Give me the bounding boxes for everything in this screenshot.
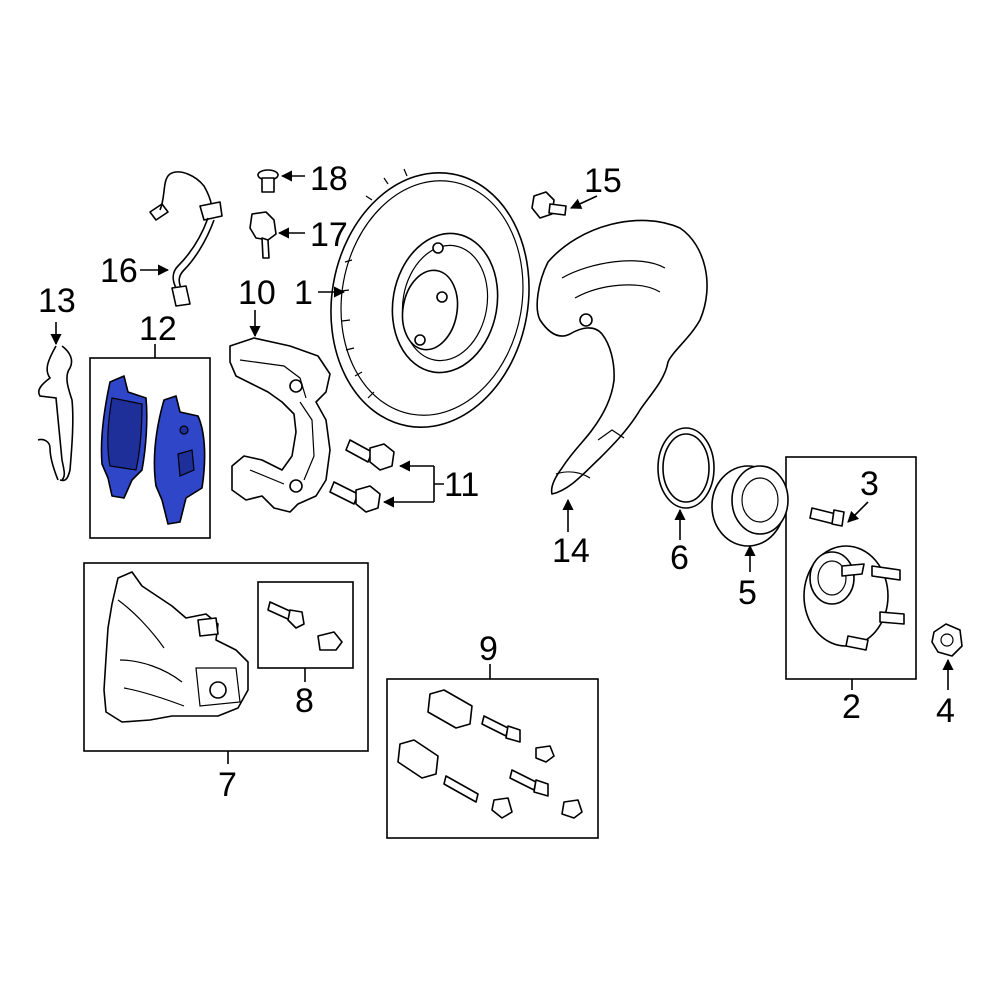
callout-9: 9 xyxy=(479,630,498,668)
bolt-11-upper[interactable] xyxy=(345,439,395,471)
callout-6: 6 xyxy=(670,539,689,577)
callout-8: 8 xyxy=(295,682,314,720)
caliper-pin-kit[interactable] xyxy=(267,601,343,651)
bolt-11-lower[interactable] xyxy=(329,481,381,513)
caliper-bracket[interactable] xyxy=(229,337,331,513)
callout-13: 13 xyxy=(38,282,76,320)
callout-5: 5 xyxy=(738,574,757,612)
bolt-15[interactable] xyxy=(531,191,567,219)
callout-15: 15 xyxy=(584,162,622,200)
bolt-18[interactable] xyxy=(257,169,279,193)
brake-hose[interactable] xyxy=(149,171,223,307)
wheel-stud[interactable] xyxy=(809,507,845,527)
callout-14: 14 xyxy=(552,532,590,570)
wheel-bearing[interactable] xyxy=(711,465,789,547)
wheel-hub[interactable] xyxy=(803,545,905,651)
callout-16: 16 xyxy=(100,252,138,290)
callout-4: 4 xyxy=(936,692,955,730)
callout-11: 11 xyxy=(444,466,479,504)
callout-1: 1 xyxy=(294,274,313,312)
snap-ring[interactable] xyxy=(657,427,715,509)
brake-pad-set[interactable] xyxy=(100,375,206,525)
leader-lines xyxy=(50,170,954,764)
splash-shield[interactable] xyxy=(536,219,708,495)
brake-caliper[interactable] xyxy=(103,571,249,723)
box-8-caliper-pin-kit xyxy=(257,581,354,669)
callout-12: 12 xyxy=(139,310,177,348)
sensor-17[interactable] xyxy=(249,211,277,259)
hub-nut[interactable] xyxy=(931,623,963,657)
spring-clip[interactable] xyxy=(37,345,74,482)
callout-18: 18 xyxy=(310,160,348,198)
brake-rotor[interactable] xyxy=(311,157,548,443)
callout-3: 3 xyxy=(860,465,879,503)
callout-10: 10 xyxy=(238,274,276,312)
callout-7: 7 xyxy=(218,766,237,804)
callout-17: 17 xyxy=(310,216,348,254)
callout-2: 2 xyxy=(842,688,861,726)
hardware-kit[interactable] xyxy=(397,689,583,819)
